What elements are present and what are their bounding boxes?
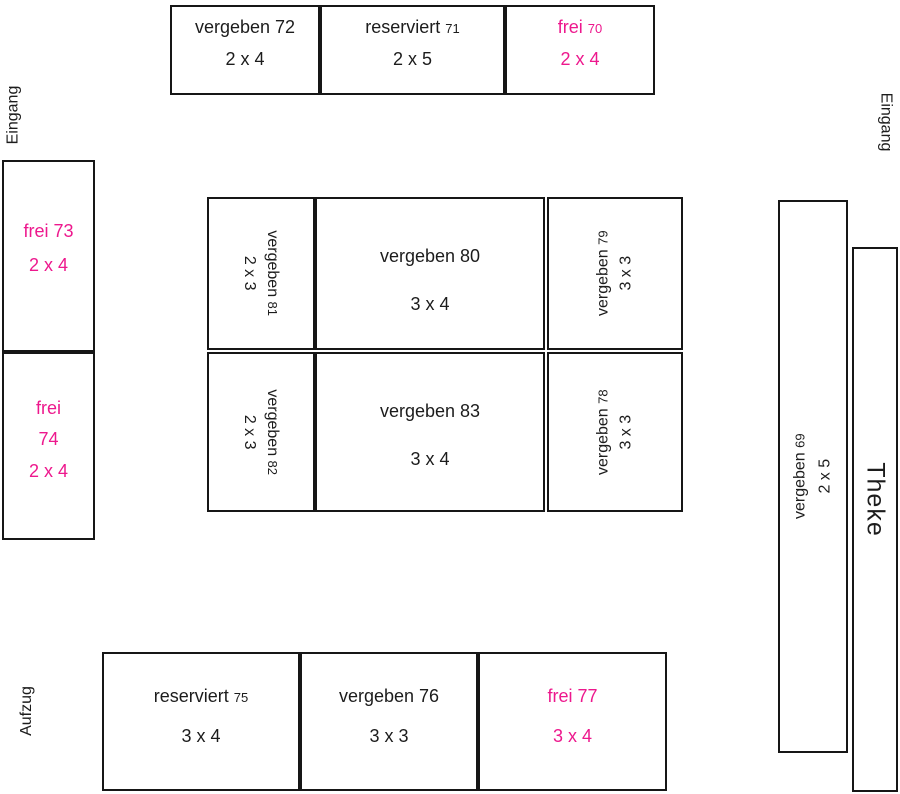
booth-size: 3 x 4: [181, 725, 221, 746]
booth-70[interactable]: frei 70 2 x 4: [505, 5, 655, 95]
booth-78: vergeben 78 3 x 3: [547, 352, 683, 512]
booth-number: 72: [275, 17, 296, 37]
booth-75: reserviert 75 3 x 4: [102, 652, 300, 791]
booth-size: 2 x 4: [560, 48, 600, 69]
booth-83-label: vergeben 83 3 x 4: [380, 401, 480, 470]
booth-status: vergeben: [379, 245, 455, 266]
booth-number: 77: [577, 685, 598, 706]
booth-73[interactable]: frei 73 2 x 4: [2, 160, 95, 352]
booth-size: 2 x 5: [392, 48, 433, 69]
booth-73-label: frei 73 2 x 4: [23, 221, 73, 276]
booth-status: vergeben: [379, 401, 455, 422]
booth-72-label: vergeben 72 2 x 4: [195, 17, 295, 70]
booth-size: 2 x 3: [240, 256, 258, 291]
booth-number: 76: [419, 685, 440, 706]
booth-size: 3 x 4: [410, 449, 450, 469]
booth-76-label: vergeben 76 3 x 3: [339, 686, 439, 747]
booth-size: 2 x 5: [817, 459, 835, 494]
counter-theke: Theke: [852, 247, 898, 792]
booth-79-label: vergeben 79 3 x 3: [594, 231, 636, 317]
booth-number: 69: [792, 433, 808, 449]
booth-70-label: frei 70 2 x 4: [558, 17, 603, 70]
booth-78-label: vergeben 78 3 x 3: [594, 389, 636, 475]
booth-size: 3 x 4: [552, 725, 593, 746]
booth-77[interactable]: frei 77 3 x 4: [478, 652, 667, 791]
booth-status: vergeben: [264, 389, 282, 456]
booth-69: vergeben 69 2 x 5: [778, 200, 848, 753]
booth-number: 71: [445, 21, 460, 36]
booth-size: 3 x 3: [369, 725, 409, 746]
entrance-left-text: Eingang: [4, 85, 21, 145]
booth-status: vergeben: [594, 408, 612, 475]
booth-76: vergeben 76 3 x 3: [300, 652, 478, 791]
counter-label: Theke: [861, 462, 890, 537]
booth-number: 73: [53, 221, 74, 242]
booth-status: reserviert: [153, 685, 229, 706]
booth-77-label: frei 77 3 x 4: [547, 686, 597, 747]
booth-75-label: reserviert 75 3 x 4: [154, 686, 249, 747]
booth-80: vergeben 80 3 x 4: [315, 197, 545, 350]
booth-status: frei: [547, 685, 573, 706]
booth-number: 82: [265, 460, 281, 475]
booth-size: 2 x 4: [28, 255, 69, 275]
booth-83: vergeben 83 3 x 4: [315, 352, 545, 512]
elevator-label: Aufzug: [14, 676, 40, 746]
booth-size: 2 x 4: [225, 48, 265, 69]
booth-82: vergeben 82 2 x 3: [207, 352, 315, 512]
booth-status: vergeben: [194, 17, 270, 37]
booth-71: reserviert 71 2 x 5: [320, 5, 505, 95]
booth-number: 81: [265, 301, 281, 317]
booth-number: 75: [233, 689, 249, 705]
booth-status: frei: [557, 17, 583, 37]
booth-82-label: vergeben 82 2 x 3: [240, 389, 282, 475]
booth-size: 3 x 3: [617, 414, 635, 450]
elevator-text: Aufzug: [18, 686, 35, 736]
booth-size: 2 x 4: [28, 460, 69, 481]
booth-number: 74: [38, 429, 59, 450]
booth-71-label: reserviert 71 2 x 5: [365, 17, 460, 70]
booth-74[interactable]: frei 74 2 x 4: [2, 352, 95, 540]
booth-79: vergeben 79 3 x 3: [547, 197, 683, 350]
booth-status: reserviert: [365, 17, 441, 37]
booth-number: 83: [460, 401, 481, 422]
booth-status: vergeben: [594, 249, 612, 317]
booth-80-label: vergeben 80 3 x 4: [380, 246, 480, 315]
booth-74-label: frei 74 2 x 4: [29, 398, 68, 483]
booth-size: 3 x 4: [410, 293, 450, 314]
entrance-left-label: Eingang: [0, 80, 26, 150]
booth-status: vergeben: [791, 452, 809, 520]
booth-69-label: vergeben 69 2 x 5: [791, 434, 835, 520]
booth-number: 79: [595, 230, 611, 246]
booth-size: 3 x 3: [617, 256, 635, 291]
booth-number: 70: [587, 21, 603, 36]
booth-number: 80: [460, 245, 481, 266]
booth-status: vergeben: [264, 230, 282, 298]
booth-81-label: vergeben 81 2 x 3: [240, 231, 282, 317]
booth-status: frei: [35, 397, 61, 418]
booth-number: 78: [595, 389, 611, 404]
entrance-right-text: Eingang: [877, 92, 894, 152]
booth-status: vergeben: [338, 685, 414, 706]
booth-81: vergeben 81 2 x 3: [207, 197, 315, 350]
booth-72: vergeben 72 2 x 4: [170, 5, 320, 95]
booth-status: frei: [23, 221, 49, 242]
entrance-right-label: Eingang: [872, 83, 898, 161]
booth-size: 2 x 3: [240, 414, 258, 450]
